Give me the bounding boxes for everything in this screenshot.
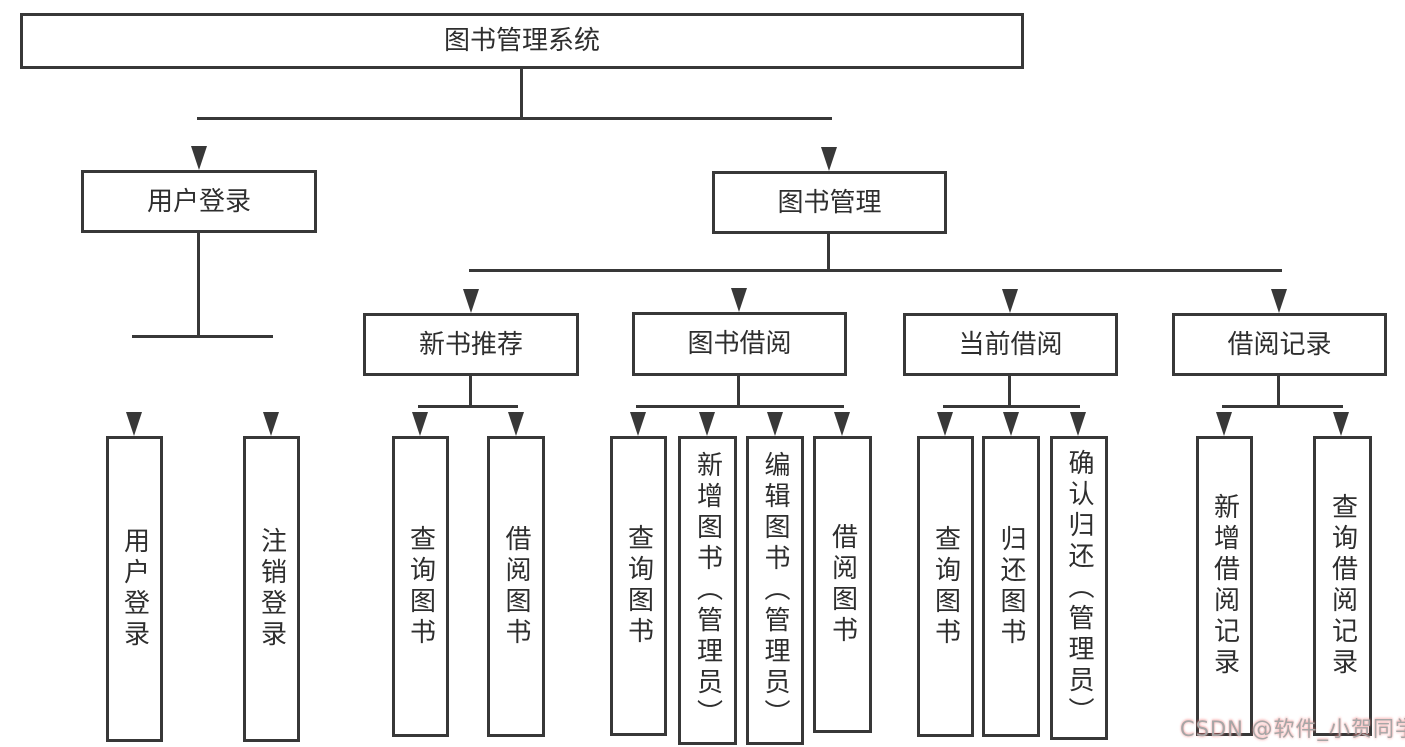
watermark: CSDN @软件_小贺同学: [1180, 717, 1405, 741]
arrow-down-icon: [699, 412, 715, 436]
leaf-edit-books-admin: 编辑图书（管理员）: [746, 436, 804, 745]
arrow-down-icon: [191, 146, 207, 170]
node-label: 借阅图书: [827, 522, 858, 647]
leaf-query-books-recommend: 查询图书: [392, 436, 449, 737]
node-user-login: 用户登录: [81, 170, 317, 233]
arrow-down-icon: [731, 288, 747, 312]
arrow-down-icon: [821, 147, 837, 171]
arrow-down-icon: [463, 289, 479, 313]
leaf-borrow-books-borrowing: 借阅图书: [813, 436, 872, 733]
connector-line: [1008, 376, 1011, 407]
connector-line: [1222, 405, 1343, 408]
leaf-query-borrow-record: 查询借阅记录: [1313, 436, 1372, 736]
leaf-borrow-books-recommend: 借阅图书: [487, 436, 545, 737]
node-label: 确认归还（管理员）: [1064, 448, 1094, 728]
node-label: 注销登录: [256, 527, 287, 651]
connector-line: [943, 405, 1080, 408]
node-label: 用户登录: [146, 186, 251, 217]
arrow-down-icon: [508, 412, 524, 436]
arrow-down-icon: [1003, 412, 1019, 436]
connector-line: [132, 335, 273, 338]
node-book-management: 图书管理: [712, 171, 947, 234]
node-root: 图书管理系统: [20, 13, 1024, 69]
node-label: 图书管理: [777, 187, 882, 218]
arrow-down-icon: [1271, 289, 1287, 313]
connector-line: [827, 234, 830, 272]
node-borrowing-records: 借阅记录: [1172, 313, 1387, 376]
node-label: 当前借阅: [958, 329, 1063, 360]
node-new-book-recommend: 新书推荐: [363, 313, 579, 376]
node-label: 新增借阅记录: [1209, 493, 1240, 679]
arrow-down-icon: [767, 412, 783, 436]
arrow-down-icon: [1070, 412, 1086, 436]
arrow-down-icon: [1333, 412, 1349, 436]
connector-line: [1277, 376, 1280, 407]
arrow-down-icon: [1216, 412, 1232, 436]
leaf-confirm-return-admin: 确认归还（管理员）: [1050, 436, 1108, 740]
leaf-add-borrow-record: 新增借阅记录: [1196, 436, 1253, 736]
connector-line: [197, 117, 832, 120]
leaf-query-books-borrowing: 查询图书: [610, 436, 667, 736]
node-label: 查询图书: [930, 524, 961, 649]
node-label: 借阅图书: [501, 524, 531, 649]
node-label: 查询图书: [623, 524, 654, 648]
connector-line: [737, 376, 740, 407]
connector-line: [469, 269, 1282, 272]
node-label: 用户登录: [119, 527, 150, 651]
leaf-return-books: 归还图书: [982, 436, 1040, 737]
arrow-down-icon: [630, 412, 646, 436]
leaf-logout: 注销登录: [243, 436, 300, 742]
node-label: 借阅记录: [1227, 329, 1332, 360]
arrow-down-icon: [937, 412, 953, 436]
node-label: 查询借阅记录: [1327, 493, 1358, 679]
connector-line: [197, 233, 200, 337]
arrow-down-icon: [1002, 289, 1018, 313]
connector-line: [418, 405, 518, 408]
arrow-down-icon: [412, 412, 428, 436]
node-label: 新书推荐: [418, 329, 523, 360]
leaf-query-books-current: 查询图书: [917, 436, 974, 737]
node-label: 编辑图书（管理员）: [760, 451, 790, 730]
leaf-add-books-admin: 新增图书（管理员）: [678, 436, 737, 745]
node-label: 图书借阅: [687, 329, 792, 359]
arrow-down-icon: [834, 412, 850, 436]
node-label: 归还图书: [996, 524, 1026, 649]
connector-line: [520, 68, 523, 120]
connector-line: [469, 376, 472, 407]
node-book-borrowing: 图书借阅: [632, 312, 847, 376]
arrow-down-icon: [263, 412, 279, 436]
arrow-down-icon: [126, 412, 142, 436]
connector-line: [636, 405, 844, 408]
leaf-user-login: 用户登录: [106, 436, 163, 742]
node-current-borrowing: 当前借阅: [903, 313, 1118, 376]
node-label: 图书管理系统: [443, 26, 600, 56]
node-label: 查询图书: [405, 524, 436, 649]
node-label: 新增图书（管理员）: [692, 451, 723, 730]
